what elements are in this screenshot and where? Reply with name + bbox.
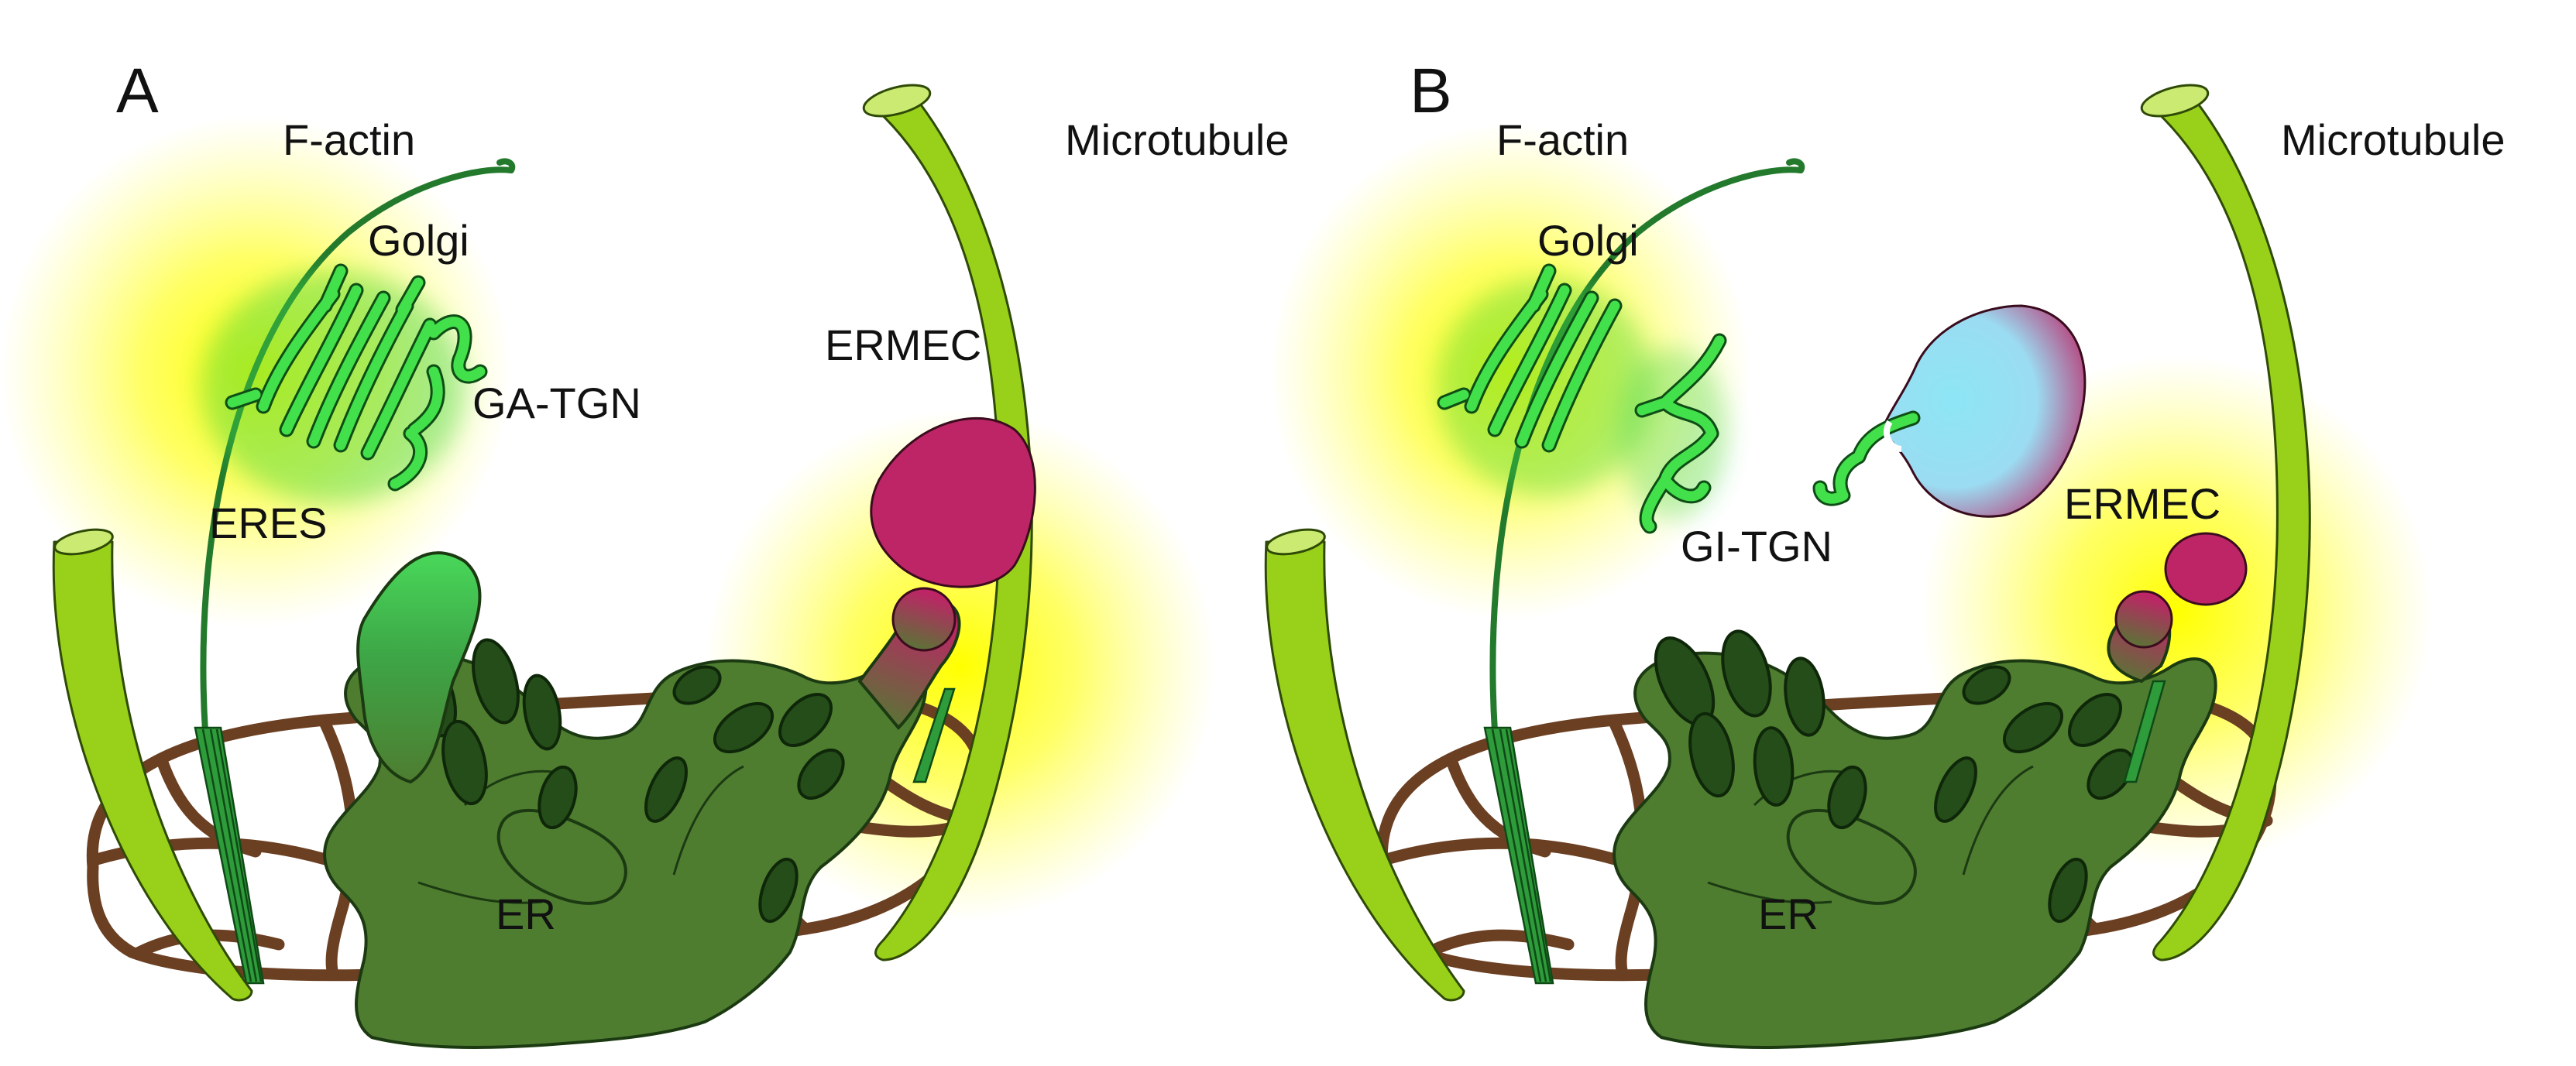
er-lamella [2087,749,2135,800]
er-lamella [713,701,775,754]
er-lamella [472,638,520,725]
er-lamella [538,765,578,830]
golgi-stack [1437,263,1654,495]
panel-a: A [0,56,1289,1049]
er-lamella [758,857,799,924]
er-lamella [778,693,833,747]
microtubule [1264,84,2311,1002]
er-lamella [672,665,722,705]
label-golgi: Golgi [1537,216,1639,265]
er-lamella [2068,693,2122,747]
panel-b: B [1264,56,2505,1049]
ermec-bud [2114,590,2173,649]
er-lamella [644,756,688,823]
label-er: ER [496,889,556,938]
panel-letter: B [1410,56,1452,126]
er-lamella [1721,629,1772,718]
label-factin: F-actin [283,115,415,164]
label-tgn: GI-TGN [1681,522,1832,571]
label-microtubule: Microtubule [2281,115,2505,164]
er-lamella [1753,726,1795,807]
er-lamella [797,749,845,800]
label-microtubule: Microtubule [1065,115,1289,164]
label-er: ER [1758,889,1819,938]
panel-letter: A [116,56,159,126]
er-lamella [1934,756,1977,823]
er-sheet [1613,629,2217,1049]
ermec-body [870,416,1036,588]
er-lamella [1962,665,2011,705]
er-lamella [1688,711,1735,798]
er-lamella [1784,656,1826,737]
label-factin: F-actin [1496,115,1629,164]
label-ermec: ERMEC [2064,479,2221,528]
er-lamella [441,719,488,806]
label-golgi: Golgi [368,216,469,265]
er-lamella [522,674,562,751]
label-ermec: ERMEC [825,320,981,369]
er-lamella [2048,857,2088,924]
golgi-stack [201,263,488,503]
ermec-bud [891,587,957,652]
er-lamella [2002,701,2064,754]
tgn-vesicle [1812,304,2087,518]
label-eres: ERES [209,499,328,547]
label-tgn: GA-TGN [472,379,641,427]
ermec-body [2164,532,2248,606]
er-lamella [1827,765,1867,830]
gi-tgn [1619,333,1727,534]
eres-tubule [356,551,482,784]
